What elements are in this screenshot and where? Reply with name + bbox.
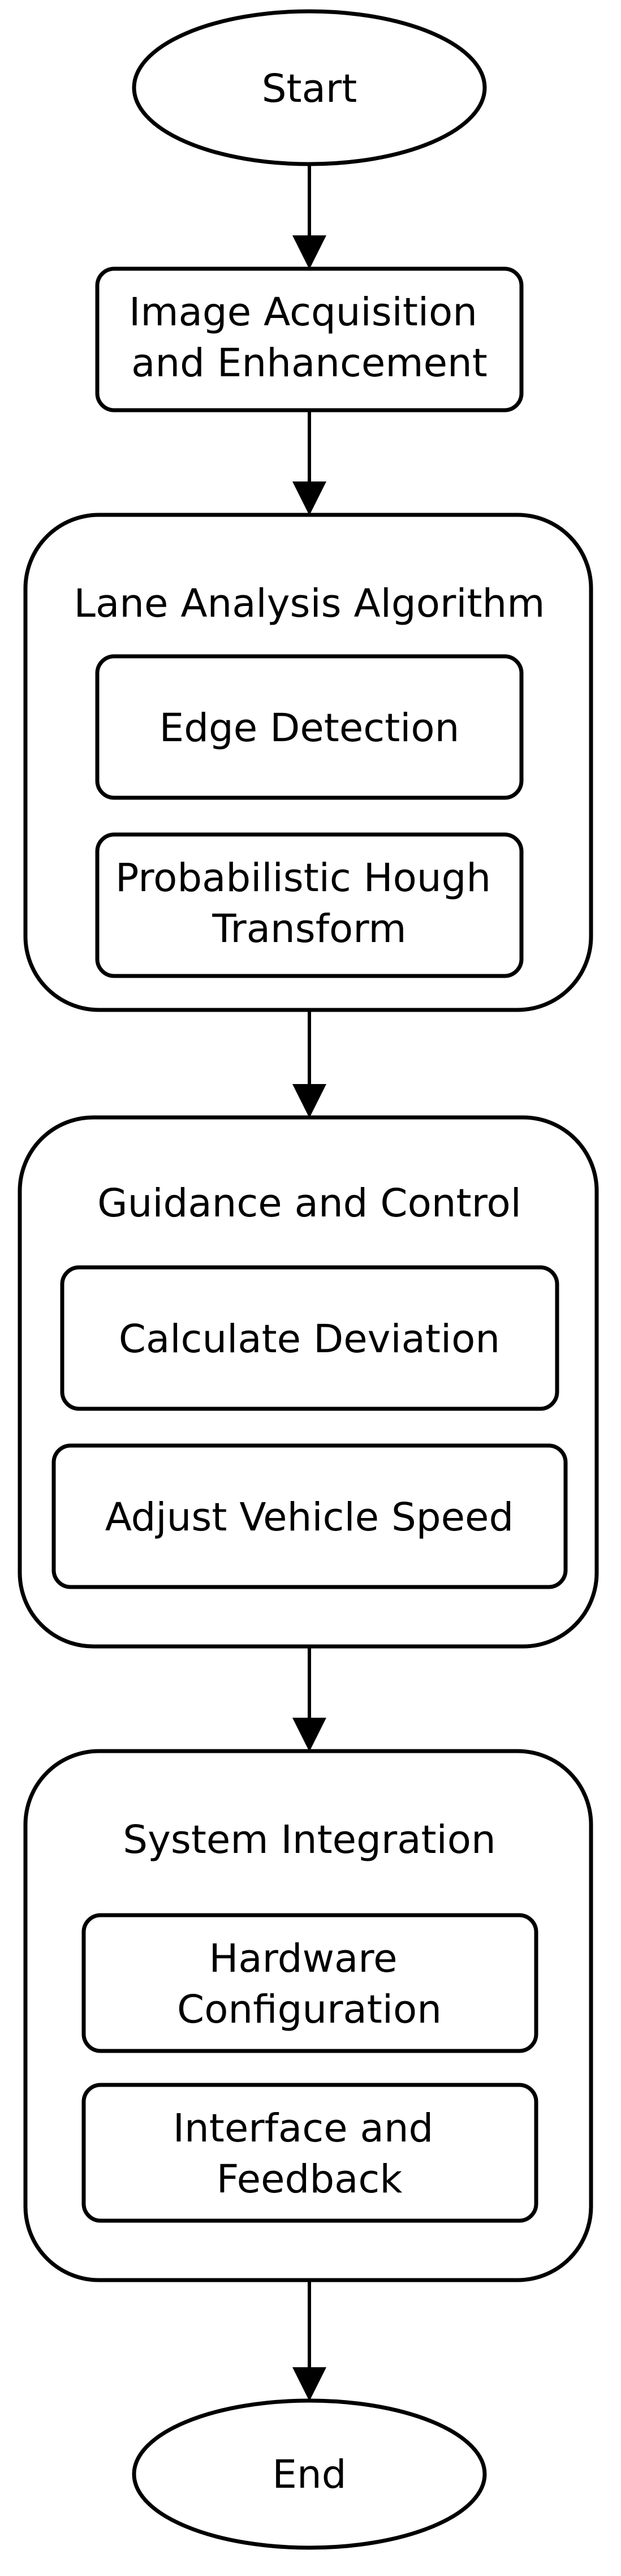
guidance-title: Guidance and Control (97, 1181, 521, 1226)
hough-transform-process (95, 832, 524, 978)
hardware-line-1: Hardware (209, 1936, 397, 1981)
hough-line-2: Transform (212, 906, 406, 952)
edge-detection-process (95, 654, 524, 800)
image-acquisition-line-2: and Enhancement (131, 341, 488, 386)
adjust-speed-process (51, 1443, 568, 1589)
calculate-deviation-label: Calculate Deviation (119, 1317, 500, 1362)
hough-line-1: Probabilistic Hough (115, 855, 491, 901)
integration-title: System Integration (123, 1817, 495, 1863)
interface-label: Interface and Feedback (173, 2106, 446, 2202)
hardware-line-2: Configuration (177, 1987, 442, 2032)
interface-line-1: Interface and (173, 2106, 434, 2151)
hough-transform-label: Probabilistic Hough Transform (115, 855, 503, 952)
edge-detection-label: Edge Detection (159, 706, 460, 751)
adjust-speed-label: Adjust Vehicle Speed (105, 1495, 514, 1540)
image-acquisition-line-1: Image Acquisition (129, 290, 477, 335)
calculate-deviation-process (60, 1265, 559, 1411)
hardware-process (81, 1913, 538, 2053)
interface-process (81, 2083, 538, 2223)
hardware-label: Hardware Configuration (177, 1936, 442, 2032)
start-label: Start (262, 66, 357, 111)
end-label: End (272, 2452, 346, 2497)
interface-line-2: Feedback (217, 2157, 403, 2202)
lane-analysis-title: Lane Analysis Algorithm (74, 581, 545, 626)
image-acquisition-label: Image Acquisition and Enhancement (129, 290, 490, 386)
